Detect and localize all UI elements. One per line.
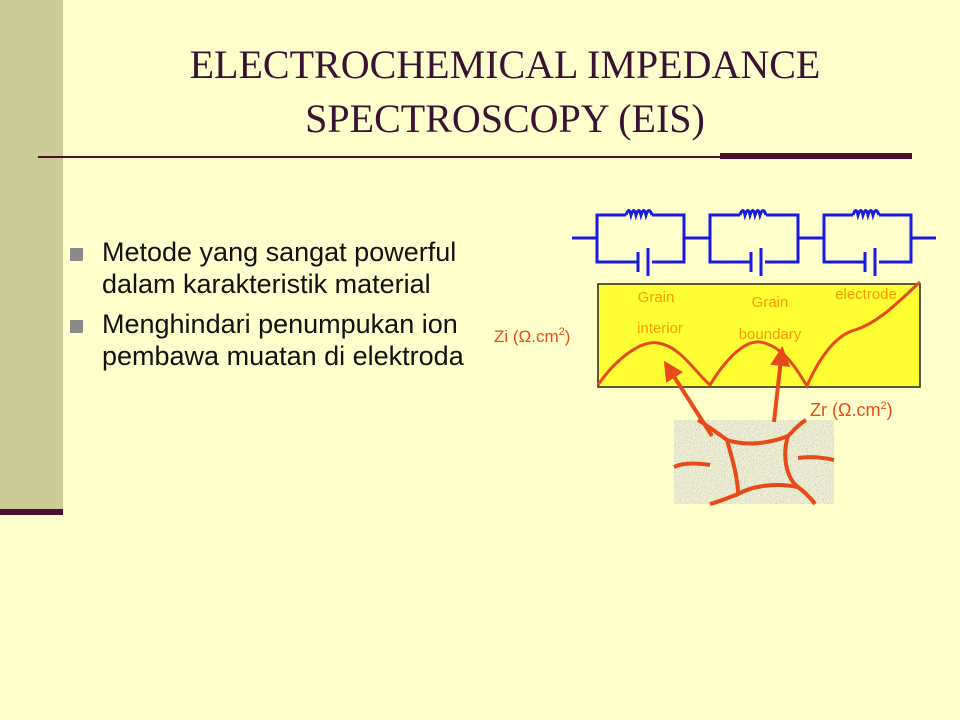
zi-axis-label: Zi (Ω.cm2)	[494, 326, 570, 346]
microstructure-image	[673, 418, 835, 506]
electrode-label: electrode	[835, 286, 897, 303]
grain-boundary-label-line1: Grain	[752, 294, 789, 311]
bullet-item: Metode yang sangat powerful dalam karakt…	[70, 236, 470, 300]
left-decor-band	[0, 0, 63, 515]
grain-boundary-lines	[673, 418, 835, 506]
impedance-curve	[596, 280, 922, 390]
left-band-rule	[0, 509, 63, 515]
grain-boundary-arrow	[770, 346, 791, 423]
impedance-plot-area	[597, 283, 921, 388]
title-divider-accent	[720, 153, 912, 159]
slide-title: ELECTROCHEMICAL IMPEDANCE SPECTROSCOPY (…	[189, 42, 821, 141]
title-divider	[38, 156, 912, 158]
equivalent-circuit	[572, 209, 936, 276]
square-bullet-icon	[70, 248, 83, 261]
bullet-text: Menghindari penumpukan ion pembawa muata…	[102, 309, 464, 371]
grain-interior-label-line2: interior	[637, 320, 683, 337]
grain-boundary-label-line2: boundary	[739, 326, 802, 343]
grain-interior-label-line1: Grain	[638, 289, 675, 306]
square-bullet-icon	[70, 320, 83, 333]
grain-interior-arrow	[663, 360, 714, 438]
bullet-text: Metode yang sangat powerful dalam karakt…	[102, 237, 457, 299]
zr-axis-label: Zr (Ω.cm2)	[810, 400, 893, 420]
bullet-list: Metode yang sangat powerful dalam karakt…	[70, 236, 470, 380]
bullet-item: Menghindari penumpukan ion pembawa muata…	[70, 308, 470, 372]
